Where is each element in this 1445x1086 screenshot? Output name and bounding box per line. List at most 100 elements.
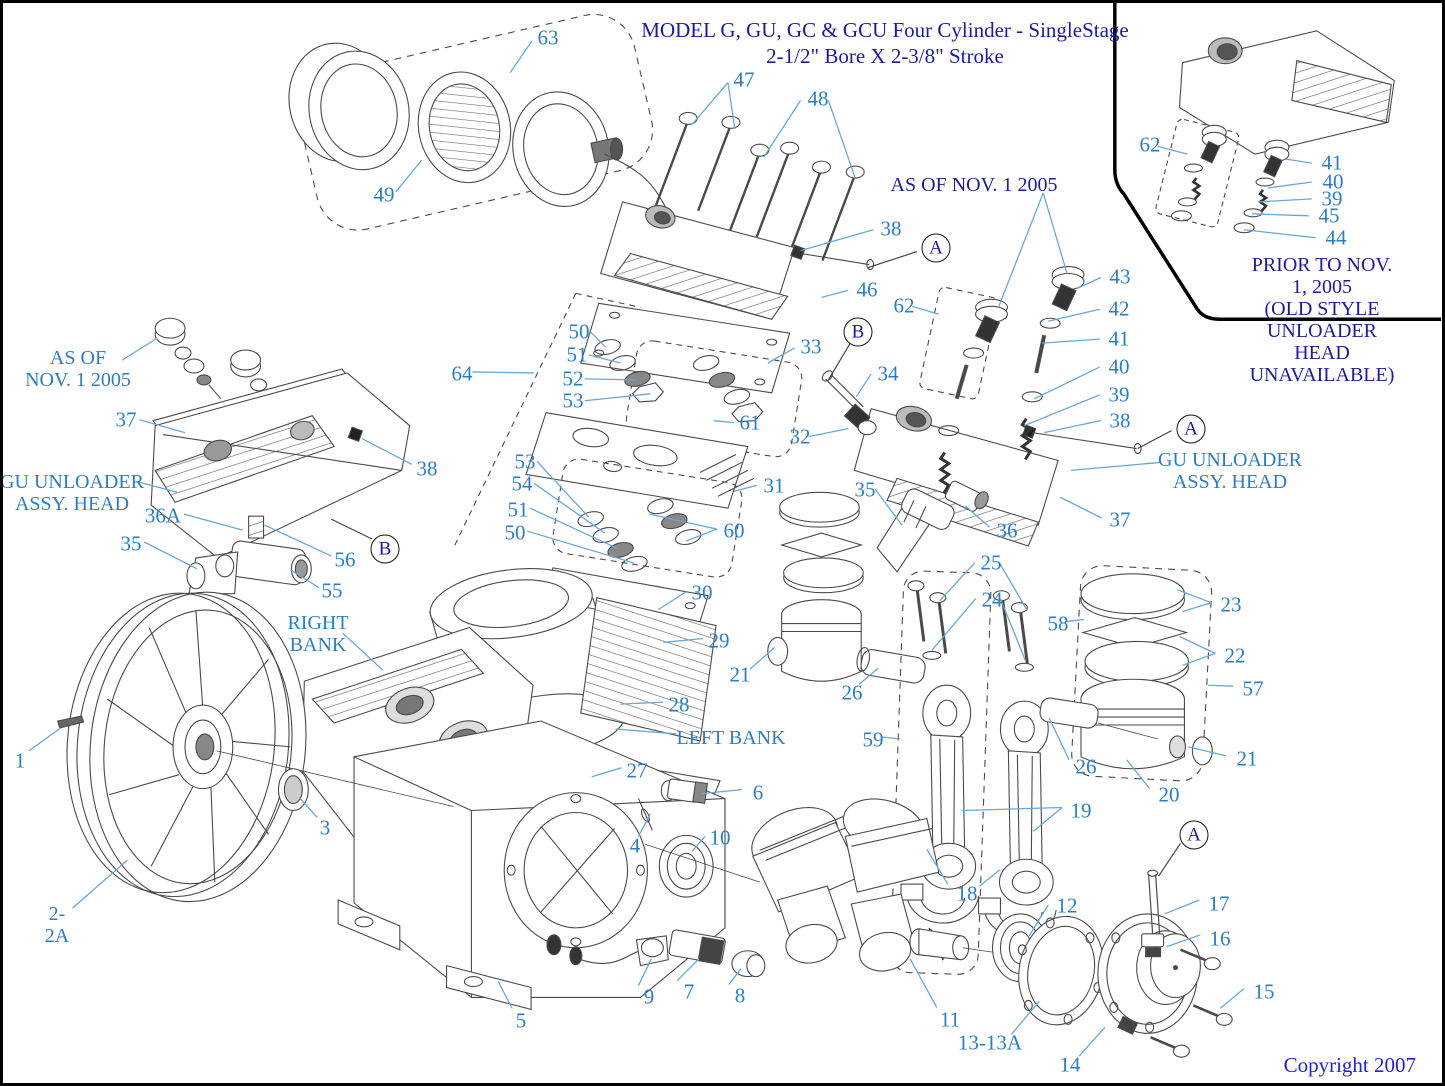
callout-28: 28 <box>668 692 690 717</box>
callout-35: 35 <box>120 531 142 556</box>
callout-26: 26 <box>841 680 863 705</box>
callout-10: 10 <box>709 825 731 850</box>
callout-8: 8 <box>734 983 746 1008</box>
note-as-of-right: AS OF NOV. 1 2005 <box>890 174 1058 196</box>
callout-62: 62 <box>893 293 915 318</box>
callout-38: 38 <box>880 216 902 241</box>
callout-48: 48 <box>807 86 829 111</box>
callout-57: 57 <box>1242 676 1264 701</box>
callout-37: 37 <box>115 407 137 432</box>
callout-20: 20 <box>1158 782 1180 807</box>
callout-60: 60 <box>723 518 745 543</box>
callout-21: 21 <box>729 662 751 687</box>
callout-36: 36 <box>996 518 1018 543</box>
callout-27: 27 <box>626 758 648 783</box>
callout-44: 44 <box>1325 225 1347 250</box>
callout-41: 41 <box>1108 326 1130 351</box>
callout-4: 4 <box>629 833 641 858</box>
callout-23: 23 <box>1220 592 1242 617</box>
inset-note: PRIOR TO NOV. 1, 2005 (OLD STYLE UNLOADE… <box>1250 254 1395 386</box>
callout-31: 31 <box>763 473 785 498</box>
inset-note-line-3: HEAD UNAVAILABLE) <box>1249 342 1395 386</box>
callout-5: 5 <box>515 1008 527 1033</box>
inset-border <box>1113 3 1442 321</box>
callout-25: 25 <box>980 550 1002 575</box>
view-letter-A: A <box>1179 820 1209 850</box>
callout-16: 16 <box>1209 926 1231 951</box>
view-letter-A: A <box>921 233 951 263</box>
callout-35: 35 <box>854 477 876 502</box>
callout-6: 6 <box>752 780 764 805</box>
callout-45: 45 <box>1318 203 1340 228</box>
callout-50: 50 <box>504 520 526 545</box>
title-line-1: MODEL G, GU, GC & GCU Four Cylinder - Si… <box>641 18 1129 42</box>
inset-note-line-2: (OLD STYLE UNLOADER <box>1264 298 1380 342</box>
callout-3: 3 <box>319 815 331 840</box>
callout-58: 58 <box>1047 611 1069 636</box>
callout-24: 24 <box>981 587 1003 612</box>
callout-62: 62 <box>1139 132 1161 157</box>
callout-59: 59 <box>862 727 884 752</box>
callout-33: 33 <box>800 334 822 359</box>
callout-7: 7 <box>683 979 695 1004</box>
callout-54: 54 <box>511 471 533 496</box>
callout-38: 38 <box>1109 408 1131 433</box>
note-left-bank: LEFT BANK <box>676 727 786 749</box>
callout-15: 15 <box>1253 979 1275 1004</box>
callout-51: 51 <box>566 342 588 367</box>
exploded-parts-drawing <box>28 3 1442 1058</box>
callout-19: 19 <box>1070 798 1092 823</box>
callout-2-2a: 2-2A <box>44 903 70 947</box>
copyright-text: Copyright 2007 <box>1283 1053 1416 1077</box>
callout-39: 39 <box>1108 382 1130 407</box>
callout-40: 40 <box>1322 169 1344 194</box>
diagram-title: MODEL G, GU, GC & GCU Four Cylinder - Si… <box>641 17 1128 69</box>
callout-14: 14 <box>1059 1052 1081 1077</box>
callout-34: 34 <box>877 361 899 386</box>
callout-11: 11 <box>939 1007 961 1032</box>
callout-36A: 36A <box>144 503 182 528</box>
callout-30: 30 <box>691 580 713 605</box>
callout-32: 32 <box>789 424 811 449</box>
callout-12: 12 <box>1056 893 1078 918</box>
callout-53: 53 <box>562 388 584 413</box>
callout-29: 29 <box>708 628 730 653</box>
callout-18: 18 <box>956 881 978 906</box>
callout-9: 9 <box>643 984 655 1009</box>
callout-51: 51 <box>507 497 529 522</box>
callout-56: 56 <box>334 547 356 572</box>
callout-40: 40 <box>1108 354 1130 379</box>
callout-53: 53 <box>514 449 536 474</box>
callout-26: 26 <box>1075 754 1097 779</box>
view-letter-A: A <box>1176 414 1206 444</box>
title-line-2: 2-1/2" Bore X 2-3/8" Stroke <box>766 44 1004 68</box>
callout-61: 61 <box>739 410 761 435</box>
callout-39: 39 <box>1321 186 1343 211</box>
inset-note-line-1: PRIOR TO NOV. 1, 2005 <box>1251 254 1393 298</box>
view-letter-B: B <box>843 317 873 347</box>
callout-64: 64 <box>451 361 473 386</box>
view-letter-B: B <box>370 534 400 564</box>
leader-lines <box>28 40 1316 1057</box>
callout-47: 47 <box>733 67 755 92</box>
callout-41: 41 <box>1321 150 1343 175</box>
callout-63: 63 <box>537 25 559 50</box>
callout-52: 52 <box>562 366 584 391</box>
callout-46: 46 <box>856 277 878 302</box>
callout-42: 42 <box>1108 296 1130 321</box>
callout-38: 38 <box>416 456 438 481</box>
callout-13-13A: 13-13A <box>957 1030 1023 1055</box>
callout-50: 50 <box>568 319 590 344</box>
callout-22: 22 <box>1224 643 1246 668</box>
callout-49: 49 <box>373 182 395 207</box>
letter-leader-lines <box>330 251 1181 877</box>
line-art <box>57 13 1395 1058</box>
callout-43: 43 <box>1109 264 1131 289</box>
callout-55: 55 <box>321 578 343 603</box>
